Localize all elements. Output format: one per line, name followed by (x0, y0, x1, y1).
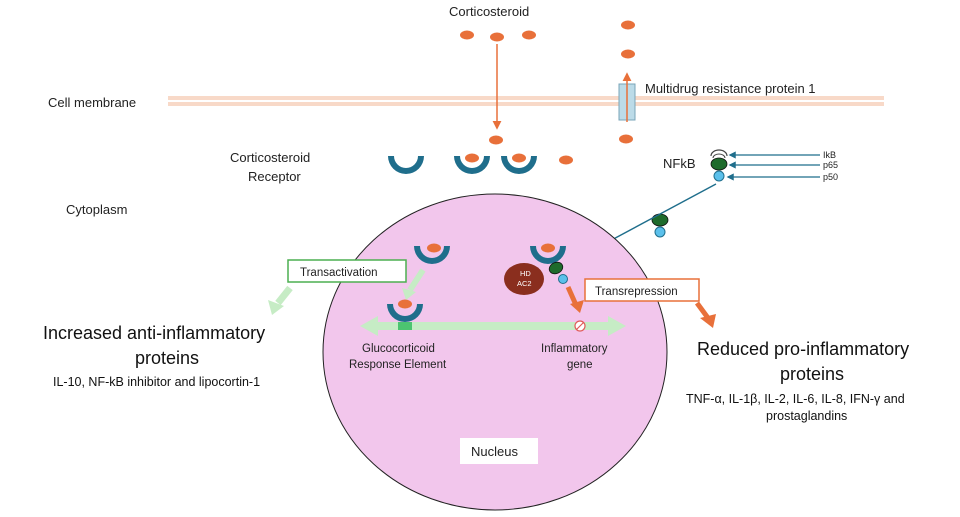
nucleus-label: Nucleus (471, 444, 518, 459)
receptor-label-line1: Corticosteroid (230, 150, 310, 165)
receptors-cytoplasm (388, 156, 537, 174)
transactivation-label: Transactivation (300, 267, 378, 279)
p50-label: p50 (823, 172, 838, 182)
cell-membrane (168, 96, 884, 106)
transactivation-arrow-out (275, 285, 293, 306)
bound-nfkb (548, 261, 568, 284)
receptor-label-line2: Receptor (248, 169, 301, 184)
nucleus-label-box (460, 438, 538, 464)
free-nfkb (651, 213, 669, 238)
transactivation-box (287, 259, 407, 283)
nfkb-complex (710, 149, 728, 182)
mdr1-label: Multidrug resistance protein 1 (645, 81, 816, 96)
dna-strand (360, 316, 626, 336)
transactivation-arrow-down (407, 268, 426, 292)
anti-inflammatory-list: IL-10, NF-kB inhibitor and lipocortin-1 (53, 375, 260, 389)
transrepression-arrow-down (565, 285, 579, 307)
transrepression-label: Transrepression (595, 286, 678, 298)
corticosteroid-molecule (489, 135, 503, 145)
transrepression-arrow-out (694, 301, 711, 320)
pro-inflammatory-list-line2: prostaglandins (766, 409, 847, 423)
mdr1-protein (618, 72, 636, 122)
p65-label: p65 (823, 160, 838, 170)
nfkb-subunit-arrows (726, 151, 820, 181)
inflammatory-label-line2: gene (567, 359, 593, 371)
anti-inflammatory-title-line2: proteins (135, 348, 199, 368)
corticosteroid-label: Corticosteroid (449, 4, 529, 19)
cytoplasm-label: Cytoplasm (66, 202, 127, 217)
transactivation-arrowhead-down (402, 288, 416, 300)
nuclear-receptor-transrepression (530, 243, 566, 264)
gre-receptor (387, 299, 423, 322)
hdac2 (504, 263, 544, 295)
nfkb-label: NFkB (663, 156, 696, 171)
gre-label-line1: Glucocorticoid (362, 343, 435, 355)
mdr1-efflux-molecules (619, 20, 635, 144)
bound-steroid-molecules (465, 153, 573, 165)
ikb-label: IkB (823, 150, 836, 160)
anti-inflammatory-title-line1: Increased anti-inflammatory (43, 323, 265, 343)
inflammatory-label-line1: Inflammatory (541, 343, 608, 355)
cell-membrane-label: Cell membrane (48, 95, 136, 110)
transrepression-arrowhead-out (700, 314, 716, 328)
nucleus (322, 193, 668, 511)
pro-inflammatory-title-line1: Reduced pro-inflammatory (697, 339, 909, 359)
pro-inflammatory-list-line1: TNF-α, IL-1β, IL-2, IL-6, IL-8, IFN-γ an… (686, 392, 905, 406)
transrepression-arrowhead-down (570, 300, 584, 313)
transrepression-box (584, 278, 700, 302)
hdac2-label-line2: AC2 (517, 279, 532, 288)
hdac2-label-line1: HD (520, 269, 531, 278)
nuclear-receptor-transactivation (414, 243, 450, 264)
gre-element (398, 322, 412, 330)
corticosteroid-molecules-outside (460, 30, 536, 42)
inflammatory-gene-blocked-icon (574, 320, 586, 332)
gre-label-line2: Response Element (349, 359, 447, 371)
pro-inflammatory-title-line2: proteins (780, 364, 844, 384)
transactivation-arrowhead-out (268, 300, 284, 315)
